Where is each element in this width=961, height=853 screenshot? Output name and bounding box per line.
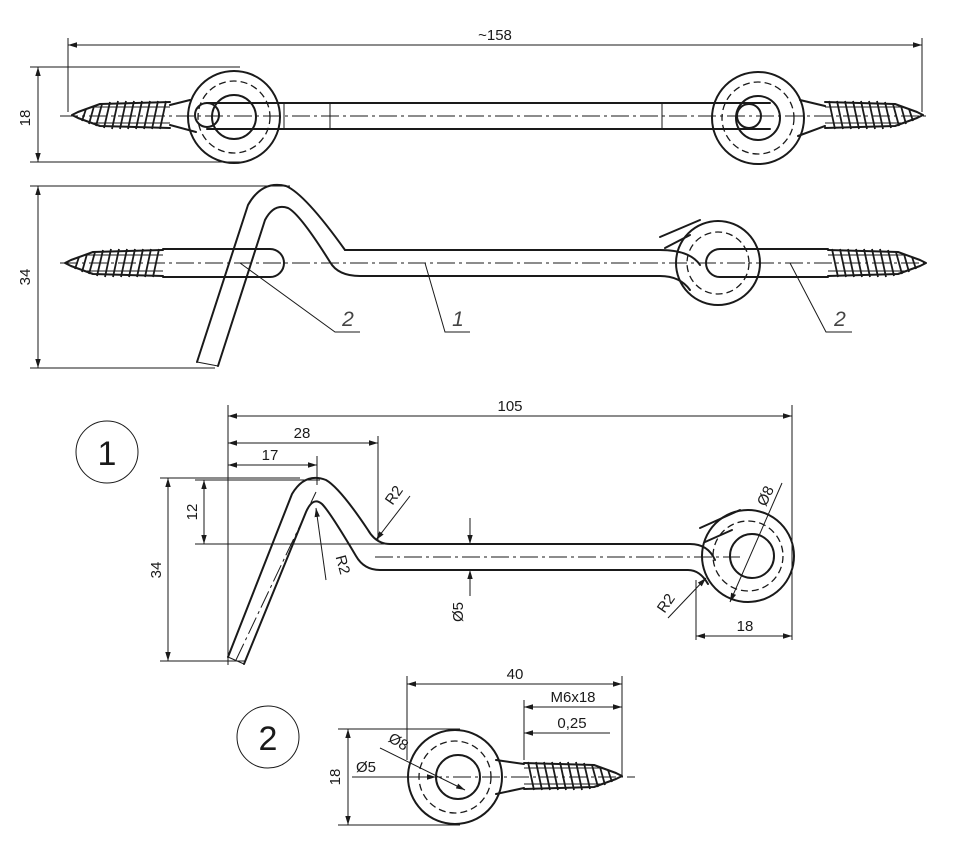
left-screw: [72, 101, 170, 129]
hook-wire-top: [344, 249, 701, 266]
rod: [206, 102, 771, 130]
callout-2-circle: [236, 705, 300, 769]
hook-tip: [196, 361, 219, 367]
leader-left-label: 2: [341, 308, 354, 331]
left-eye-inner: [211, 94, 257, 140]
dim-gap-label: 0,25: [557, 715, 586, 732]
right-eye-outer: [711, 71, 805, 165]
right-rod-end: [736, 103, 762, 129]
left-eye-outer: [187, 70, 281, 164]
leader-right: [789, 262, 852, 333]
detail-1-wire-inner: [243, 500, 709, 665]
detail-2: 2 40 M6x18 0,25 18 Ø8 Ø5: [236, 666, 635, 826]
radius-inner-label: R2: [332, 553, 353, 576]
side-left-sleeve: [162, 248, 285, 278]
right-eye-neck: [797, 99, 826, 137]
detail-1-eye-opening: [699, 509, 741, 543]
left-eye-neck: [169, 99, 197, 133]
radius-bottom-label: R2: [654, 591, 679, 616]
dim-28-label: 28: [294, 425, 311, 442]
dim-105-label: 105: [497, 398, 522, 415]
dim-17-label: 17: [262, 447, 279, 464]
callout-2-label: 2: [259, 720, 278, 758]
diameter-outer-leader: [379, 747, 466, 791]
detail-1: 1 105 28 17 12 34: [75, 398, 795, 665]
callout-1-circle: [75, 420, 139, 484]
hook-wire-outer: [196, 183, 501, 363]
detail-1-eye-hidden: [712, 520, 784, 592]
diameter-eye-leader: [729, 482, 783, 603]
detail-1-wire-outer: [227, 476, 716, 658]
dim-d5-label: Ø5: [450, 602, 467, 622]
radius-inner-leader: [314, 507, 327, 581]
detail-2-eye-neck: [495, 759, 525, 795]
side-right-eye-outer: [675, 220, 761, 306]
leader-left: [239, 262, 360, 333]
callout-1-label: 1: [98, 435, 117, 473]
side-right-eye-hidden: [686, 231, 750, 295]
detail-1-eye-outer: [701, 509, 795, 603]
detail-1-eye-inner: [729, 533, 775, 579]
dim-d2-18-label: 18: [327, 769, 344, 786]
dim-12-label: 12: [184, 504, 201, 521]
dim-40-label: 40: [507, 666, 524, 683]
hook-wire-inner: [217, 205, 691, 367]
right-eye-inner: [735, 95, 781, 141]
detail-1-tip: [227, 656, 245, 665]
radius-bottom-leader: [667, 577, 707, 619]
height-label: 18: [17, 110, 34, 127]
right-screw: [824, 100, 924, 130]
side-view: 34 2 1 2: [17, 183, 930, 369]
dim-thread-label: M6x18: [550, 689, 595, 706]
side-right-sleeve: [705, 248, 829, 278]
detail-2-screw: [523, 761, 623, 791]
detail-1-center-leg: [235, 491, 317, 661]
side-height-label: 34: [17, 269, 34, 286]
dim-34-label: 34: [148, 562, 165, 579]
diameter-eye-label: Ø8: [754, 483, 778, 508]
diameter-inner-label: Ø5: [356, 759, 376, 776]
radius-top-leader: [375, 495, 411, 541]
leader-right-label: 2: [833, 308, 846, 331]
leader-middle-label: 1: [452, 308, 464, 331]
dim-18-label: 18: [737, 618, 754, 635]
overall-length-label: ~158: [478, 27, 512, 44]
left-eye-hidden: [197, 80, 271, 154]
leader-middle: [424, 262, 470, 333]
side-right-eye-opening: [659, 219, 701, 249]
top-view: ~158 18: [17, 27, 930, 165]
right-eye-hidden: [721, 81, 795, 155]
